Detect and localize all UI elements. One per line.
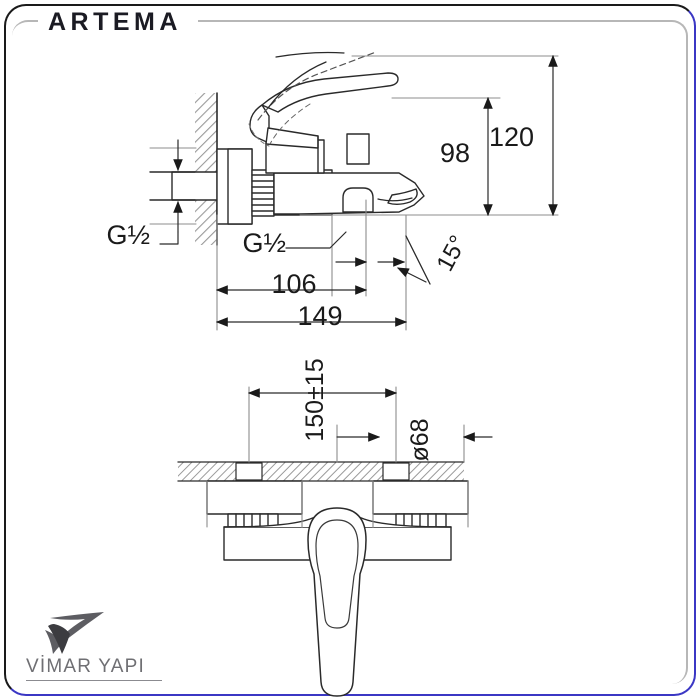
lever-handle xyxy=(248,51,399,174)
eccentric-right xyxy=(372,480,469,528)
projection-lines-front xyxy=(206,386,469,528)
label-thread-lower: G½ xyxy=(242,228,286,258)
thread-leader-left xyxy=(159,139,183,245)
side-elevation-view xyxy=(149,51,559,331)
label-thread-left: G½ xyxy=(106,220,150,250)
thread-leader-lower xyxy=(285,231,347,249)
brand-wordmark: ARTEMA xyxy=(48,8,182,36)
vimar-yapi-underline xyxy=(26,680,162,681)
lever-handle-front xyxy=(307,507,367,697)
angle-15-leader xyxy=(335,235,431,285)
threaded-connector xyxy=(251,169,275,217)
label-dim-120: 120 xyxy=(489,122,534,152)
label-angle-15: 15° xyxy=(431,231,472,276)
label-dim-149: 149 xyxy=(297,301,342,331)
wall-band-hatch xyxy=(177,461,465,482)
eccentric-left xyxy=(206,480,303,528)
label-dim-d68: ø68 xyxy=(406,418,434,461)
wall-section-hatch xyxy=(195,92,218,246)
front-elevation-view xyxy=(177,386,493,697)
inlet-pipe-stub xyxy=(149,171,218,201)
label-dim-150pm15: 150±15 xyxy=(301,358,329,441)
label-dim-106: 106 xyxy=(271,269,316,299)
label-dim-98: 98 xyxy=(440,138,470,168)
mixer-body xyxy=(265,133,425,216)
vimar-yapi-watermark: VİMAR YAPI xyxy=(24,612,184,684)
wall-flange xyxy=(216,148,253,225)
vimar-yapi-text: VİMAR YAPI xyxy=(26,656,145,677)
brand-logo: ARTEMA xyxy=(38,8,198,37)
vimar-swoosh-icon xyxy=(45,612,104,654)
